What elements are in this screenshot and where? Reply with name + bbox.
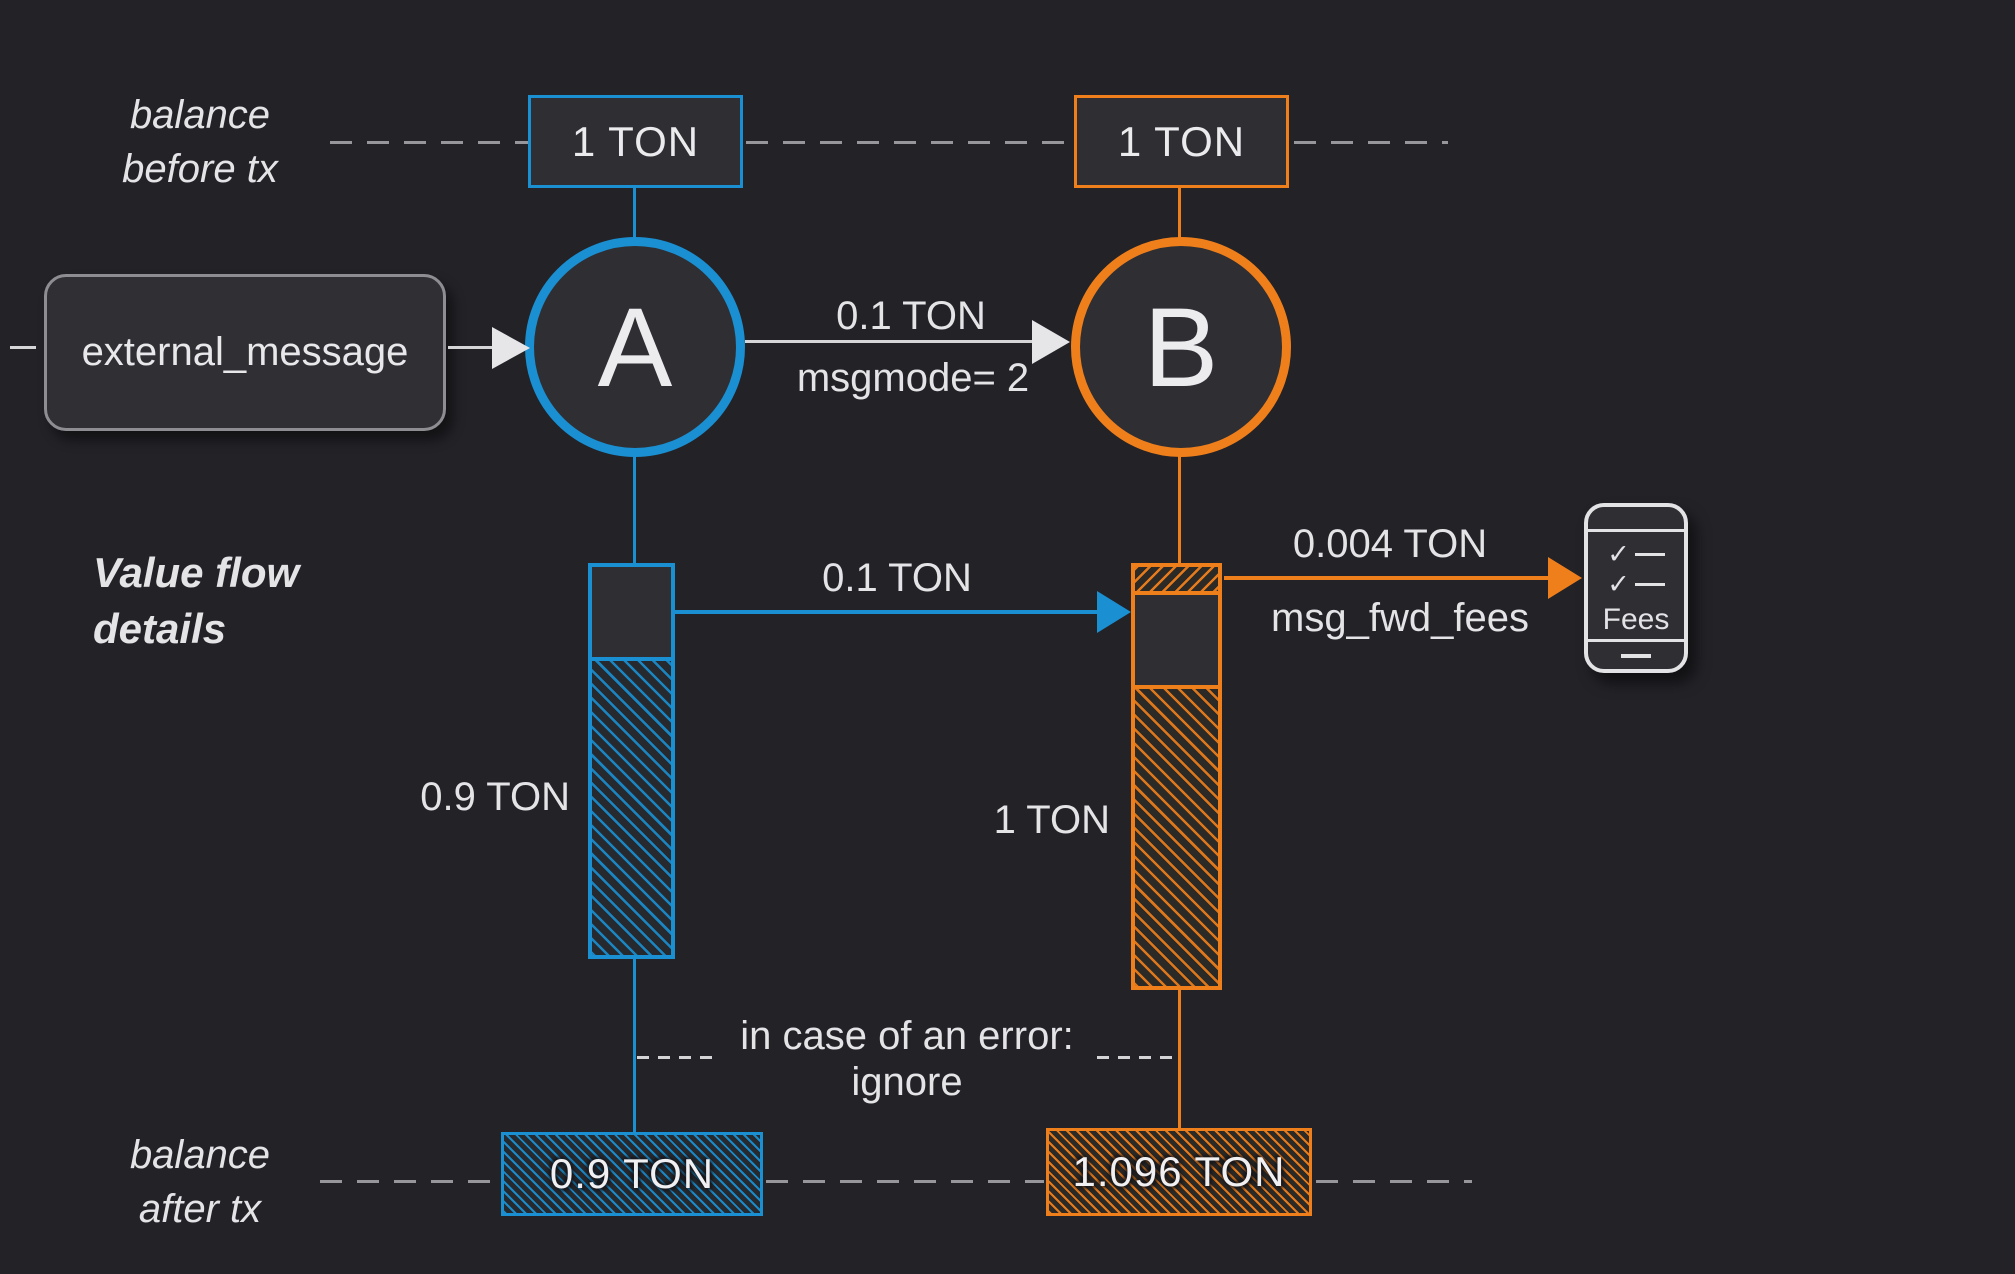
fee-arrow-line	[1224, 576, 1550, 580]
message-amount-label: 0.1 TON	[836, 294, 986, 338]
error-note-line1: in case of an error:	[740, 1014, 1074, 1058]
arrowhead-right-icon-a-to-b	[1032, 320, 1070, 364]
fee-check-row-2: ✓	[1607, 569, 1665, 599]
balance-before-box-a: 1 TON	[528, 95, 743, 188]
fee-check-row-1: ✓	[1607, 539, 1665, 569]
external-message-box: external_message	[44, 274, 446, 431]
fees-receipt-icon: ✓ ✓ Fees	[1584, 503, 1688, 673]
value-bar-a-remaining-segment	[592, 661, 671, 955]
error-dash-right	[1097, 1056, 1177, 1059]
arrowhead-right-icon-value-flow	[1097, 591, 1131, 633]
error-dash-left	[637, 1056, 719, 1059]
account-node-a-label: A	[597, 284, 673, 410]
connector-a-box-to-circle	[633, 188, 636, 238]
row-label-balance-before-line1: balance	[129, 93, 271, 137]
error-note-line2: ignore	[851, 1060, 963, 1104]
bar-a-amount-label: 0.9 TON	[420, 775, 570, 819]
phone-home-dash	[1621, 653, 1651, 658]
phone-top-bezel	[1588, 507, 1684, 532]
dashed-line-bottom-left	[320, 1180, 500, 1183]
row-label-balance-after: balance after tx	[90, 1128, 310, 1236]
dashed-line-top-right	[1294, 141, 1448, 144]
phone-bottom-bezel	[1588, 639, 1684, 669]
fee-name-label: msg_fwd_fees	[1271, 596, 1529, 640]
fees-icon-label: Fees	[1602, 603, 1670, 636]
balance-before-value-b: 1 TON	[1117, 117, 1246, 165]
row-label-value-flow-line2: details	[93, 605, 227, 652]
connector-a-circle-to-bar	[633, 455, 636, 563]
external-arrow-line	[448, 346, 494, 349]
value-bar-b-fees-segment	[1135, 567, 1218, 595]
dashed-line-top-left	[330, 141, 528, 144]
incoming-stub-line	[10, 346, 36, 349]
check-row-line	[1634, 552, 1665, 556]
check-icon: ✓	[1607, 569, 1630, 599]
dashed-line-top-middle	[746, 141, 1072, 144]
arrowhead-right-icon-external	[492, 327, 530, 369]
fee-amount-label: 0.004 TON	[1292, 522, 1488, 566]
dashed-line-bottom-middle	[766, 1180, 1044, 1183]
row-label-balance-before: balance before tx	[90, 88, 310, 196]
check-row-line	[1634, 582, 1665, 586]
message-arrow-a-to-b-line	[745, 340, 1034, 343]
connector-a-bar-to-after-box	[633, 959, 636, 1132]
row-label-balance-before-line2: before tx	[122, 147, 278, 191]
balance-after-box-a: 0.9 TON	[501, 1132, 763, 1216]
balance-after-box-b: 1.096 TON	[1046, 1128, 1312, 1216]
message-mode-label: msgmode= 2	[796, 356, 1030, 400]
account-node-b-label: B	[1143, 284, 1219, 410]
value-bar-a-sent-segment	[592, 567, 671, 661]
check-icon: ✓	[1607, 539, 1630, 569]
value-flow-amount-label: 0.1 TON	[822, 556, 972, 600]
account-node-a: A	[525, 237, 745, 457]
balance-after-value-a: 0.9 TON	[549, 1150, 715, 1197]
balance-before-box-b: 1 TON	[1074, 95, 1289, 188]
value-bar-b-received-segment	[1135, 595, 1218, 689]
arrowhead-right-icon-fees	[1548, 557, 1582, 599]
value-bar-b-balance-segment	[1135, 689, 1218, 986]
value-bar-b	[1131, 563, 1222, 990]
row-label-value-flow-line1: Value flow	[93, 549, 300, 596]
value-flow-arrow-line	[675, 610, 1099, 614]
balance-after-value-b: 1.096 TON	[1072, 1148, 1286, 1195]
connector-b-bar-to-after-box	[1178, 990, 1181, 1128]
value-bar-a	[588, 563, 675, 959]
balance-before-value-a: 1 TON	[571, 117, 700, 165]
account-node-b: B	[1071, 237, 1291, 457]
row-label-value-flow: Value flow details	[93, 545, 299, 657]
connector-b-box-to-circle	[1178, 188, 1181, 238]
bar-b-amount-label: 1 TON	[993, 798, 1110, 842]
external-message-label: external_message	[81, 330, 409, 374]
connector-b-circle-to-bar	[1178, 455, 1181, 563]
row-label-balance-after-line1: balance	[129, 1133, 271, 1177]
row-label-balance-after-line2: after tx	[138, 1187, 262, 1231]
dashed-line-bottom-right	[1316, 1180, 1472, 1183]
